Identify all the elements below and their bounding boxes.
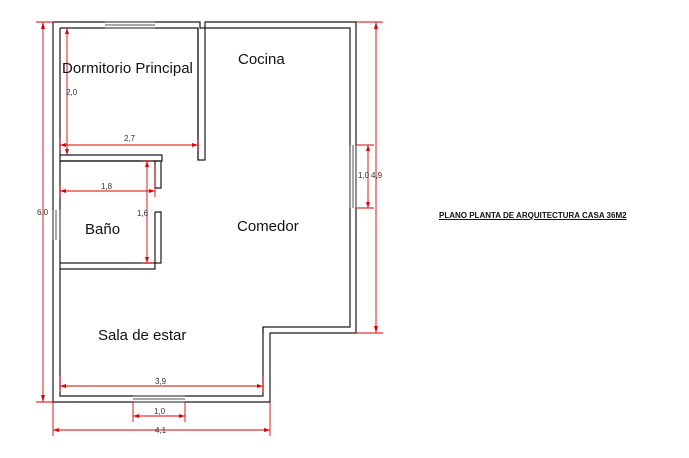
plan-title: PLANO PLANTA DE ARQUITECTURA CASA 36M2 [439, 211, 627, 220]
bathroom-bottom-wall [60, 262, 156, 270]
dim-label-bedroom-width: 2,7 [124, 134, 136, 143]
bathroom-right-wall-lower [154, 211, 162, 264]
room-label-bano: Baño [85, 221, 120, 238]
dimension-lines [36, 21, 383, 436]
walls [52, 21, 357, 403]
window-bottom [133, 395, 185, 403]
dim-label-window-bottom: 1,0 [154, 407, 166, 416]
dim-label-sala-width: 3,9 [155, 377, 167, 386]
room-label-comedor: Comedor [237, 218, 299, 235]
dim-label-bathroom-height: 1,6 [137, 209, 149, 218]
window-top [105, 21, 155, 29]
dim-label-bottom-total: 4,1 [155, 426, 167, 435]
dim-label-left-total: 6,0 [37, 208, 49, 217]
dim-label-right-total: 4,9 [371, 171, 383, 180]
dim-label-window-right: 1,0 [358, 171, 370, 180]
windows [52, 21, 357, 403]
window-bathroom [52, 210, 61, 240]
window-right [349, 145, 357, 208]
dim-label-bedroom-height: 2,0 [66, 88, 78, 97]
dimension-arrows [41, 22, 378, 432]
room-label-cocina: Cocina [238, 51, 285, 68]
bathroom-right-wall-upper [154, 161, 162, 189]
room-label-sala: Sala de estar [98, 327, 186, 344]
room-label-dormitorio: Dormitorio Principal [62, 60, 193, 77]
bedroom-bottom-wall [60, 154, 163, 162]
dim-label-bathroom-width: 1,8 [101, 182, 113, 191]
